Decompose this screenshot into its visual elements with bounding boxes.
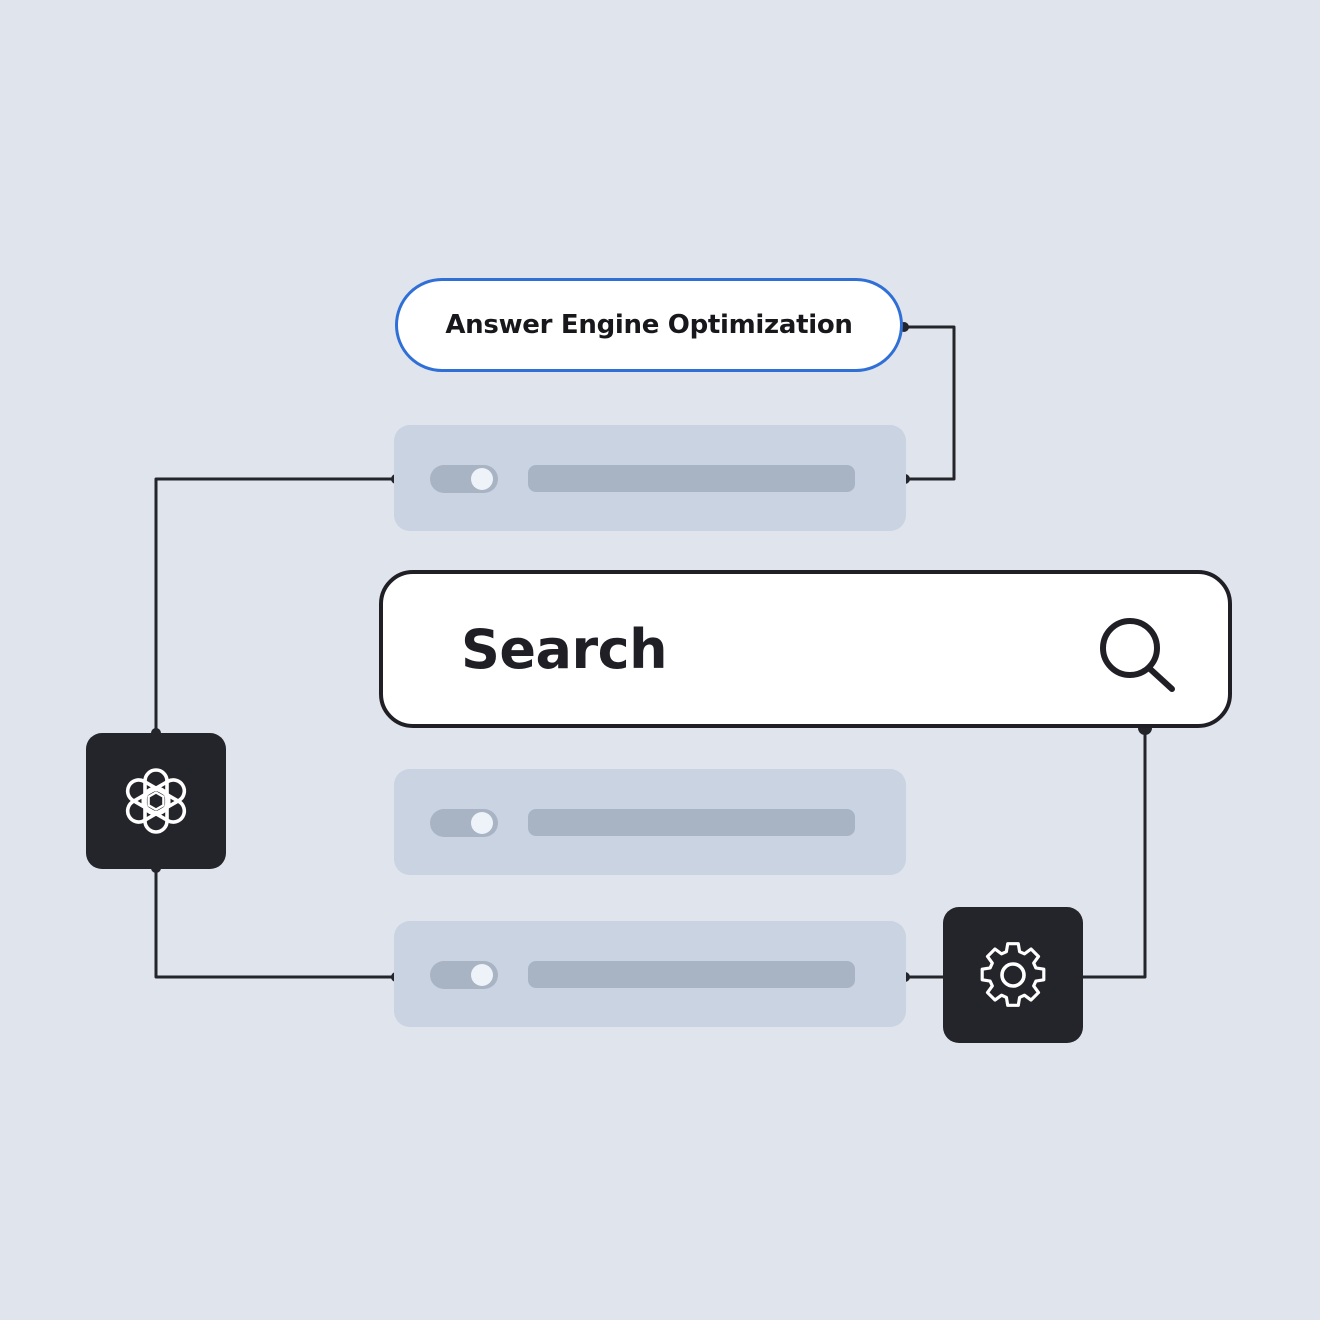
toggle-knob bbox=[471, 468, 493, 490]
option-row-2[interactable] bbox=[394, 769, 906, 875]
connector-aeo-to-row1 bbox=[904, 325, 956, 481]
connector-row1-to-ai bbox=[154, 477, 396, 733]
aeo-pill[interactable]: Answer Engine Optimization bbox=[395, 278, 903, 372]
toggle-switch[interactable] bbox=[430, 961, 498, 989]
connector-ai-to-row3 bbox=[154, 868, 396, 979]
aeo-label: Answer Engine Optimization bbox=[445, 310, 853, 340]
connector-settings-to-search bbox=[1083, 728, 1147, 979]
settings-tile[interactable] bbox=[943, 907, 1083, 1043]
openai-logo-icon bbox=[125, 768, 187, 834]
toggle-knob bbox=[471, 964, 493, 986]
option-row-3[interactable] bbox=[394, 921, 906, 1027]
text-placeholder-bar bbox=[528, 809, 855, 836]
search-icon[interactable] bbox=[1098, 614, 1178, 694]
toggle-knob bbox=[471, 812, 493, 834]
option-row-1[interactable] bbox=[394, 425, 906, 531]
text-placeholder-bar bbox=[528, 465, 855, 492]
text-placeholder-bar bbox=[528, 961, 855, 988]
ai-tile[interactable] bbox=[86, 733, 226, 869]
toggle-switch[interactable] bbox=[430, 809, 498, 837]
gear-icon bbox=[980, 942, 1046, 1007]
search-label: Search bbox=[461, 618, 668, 681]
search-bar[interactable]: Search bbox=[379, 570, 1232, 728]
toggle-switch[interactable] bbox=[430, 465, 498, 493]
